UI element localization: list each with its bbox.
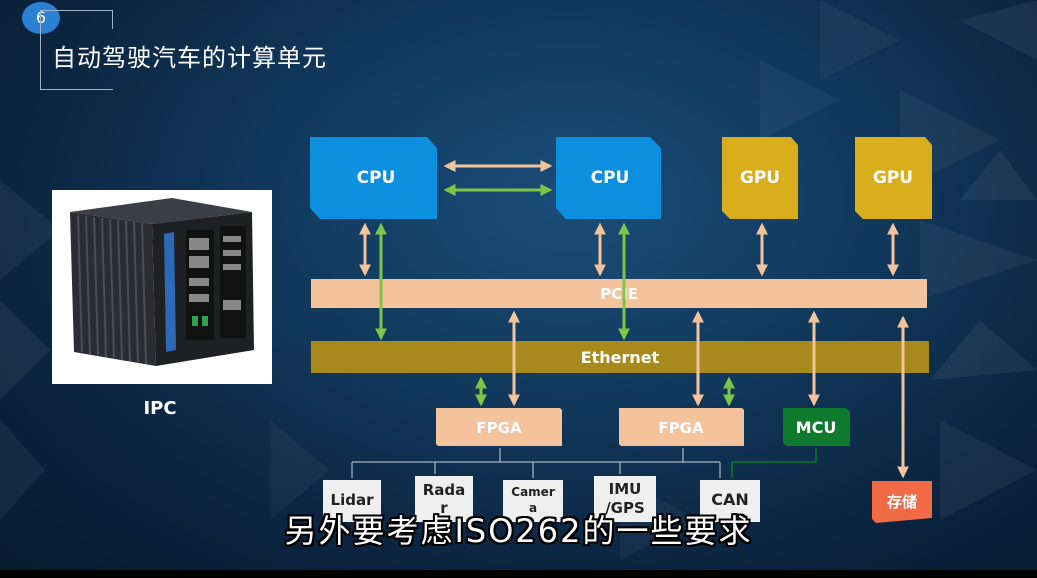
fpga-block-2: FPGA — [619, 408, 744, 446]
sensor-connector-lines — [351, 448, 721, 478]
sensor-imu-gps: IMU /GPS — [594, 476, 656, 522]
svg-text:IMU: IMU — [609, 480, 642, 498]
pcie-label: PCIE — [600, 285, 638, 303]
storage-block: 存储 — [872, 481, 932, 523]
storage-label: 存储 — [887, 493, 917, 511]
svg-text:CAN: CAN — [711, 490, 749, 509]
gpu-label-1: GPU — [740, 168, 780, 188]
ethernet-bus: Ethernet — [311, 341, 929, 373]
pcie-bus: PCIE — [311, 279, 927, 308]
gpu-label-2: GPU — [873, 168, 913, 188]
cpu-block-1: CPU — [310, 137, 437, 219]
mcu-can-line — [731, 448, 817, 478]
sensor-radar: Rada r — [415, 476, 473, 522]
svg-text:Rada: Rada — [423, 481, 466, 499]
slide-number-badge: 6 — [22, 2, 60, 34]
mcu-label: MCU — [796, 418, 837, 437]
svg-text:a: a — [529, 501, 537, 515]
svg-text:r: r — [440, 499, 448, 517]
cpu-label-2: CPU — [591, 168, 630, 188]
mcu-block: MCU — [783, 408, 850, 446]
slide-title: 自动驾驶汽车的计算单元 — [52, 44, 327, 72]
fpga-label-1: FPGA — [476, 419, 522, 437]
cpu-label-1: CPU — [357, 168, 396, 188]
sensor-camera: Camer a — [503, 480, 563, 522]
fpga-block-1: FPGA — [436, 408, 562, 446]
cpu-block-2: CPU — [556, 137, 661, 219]
gpu-block-2: GPU — [855, 137, 932, 219]
ipc-image — [52, 190, 272, 384]
svg-text:Camer: Camer — [511, 485, 555, 499]
ipc-label: IPC — [143, 398, 177, 419]
sensor-lidar: Lidar — [323, 480, 381, 522]
ethernet-label: Ethernet — [581, 348, 660, 367]
svg-text:/GPS: /GPS — [605, 499, 645, 517]
fpga-label-2: FPGA — [658, 419, 704, 437]
video-subtitle: 另外要考虑ISO262的一些要求 — [284, 512, 753, 550]
sensor-can: CAN — [700, 480, 760, 522]
title-frame-decoration — [40, 10, 113, 90]
gpu-block-1: GPU — [722, 137, 798, 219]
svg-text:Lidar: Lidar — [331, 491, 375, 509]
ipc-illustration — [70, 198, 254, 366]
